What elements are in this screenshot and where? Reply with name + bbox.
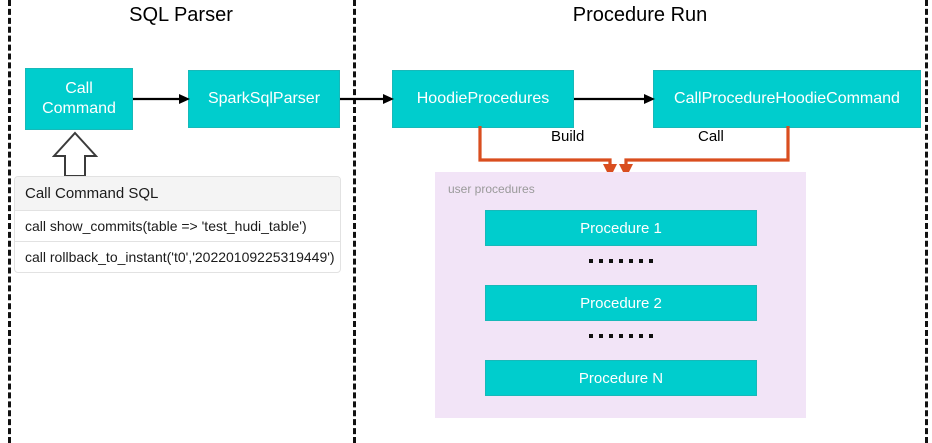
node-hoodie-procedures[interactable]: HoodieProcedures — [392, 70, 574, 128]
section-title-procedure-run: Procedure Run — [572, 4, 708, 26]
node-spark-sql-parser-label: SparkSqlParser — [207, 90, 321, 107]
node-call-procedure-hoodie-command-label: CallProcedureHoodieCommand — [674, 90, 900, 107]
node-call-command[interactable]: Call Command — [25, 68, 133, 130]
node-procedure-2-label: Procedure 2 — [580, 294, 662, 312]
arrow-hoodie-procedures-to-call-procedure-hoodie-command — [574, 94, 655, 104]
node-call-command-label-line1: Call — [65, 80, 93, 97]
divider-left — [8, 0, 11, 443]
user-procedures-label: user procedures — [448, 182, 535, 196]
node-hoodie-procedures-label: HoodieProcedures — [416, 90, 550, 107]
node-call-command-label: Call Command — [42, 79, 116, 119]
node-procedure-n[interactable]: Procedure N — [485, 360, 757, 396]
sql-table-header: Call Command SQL — [15, 177, 340, 211]
node-procedure-n-label: Procedure N — [578, 369, 664, 387]
orange-connector-group — [478, 126, 790, 178]
edge-label-build: Build — [547, 128, 589, 145]
edge-label-call: Call — [694, 128, 728, 145]
sql-table-row: call show_commits(table => 'test_hudi_ta… — [25, 218, 307, 234]
node-procedure-1-label: Procedure 1 — [580, 219, 662, 237]
node-call-procedure-hoodie-command[interactable]: CallProcedureHoodieCommand — [653, 70, 921, 128]
node-procedure-1[interactable]: Procedure 1 — [485, 210, 757, 246]
dot-separator — [485, 329, 757, 343]
node-spark-sql-parser[interactable]: SparkSqlParser — [188, 70, 340, 128]
divider-middle — [353, 0, 356, 443]
sql-table-row: call rollback_to_instant('t0','202201092… — [15, 241, 340, 272]
section-title-sql-parser: SQL Parser — [129, 4, 233, 26]
call-command-sql-table: Call Command SQL call show_commits(table… — [14, 176, 341, 273]
user-procedures-panel: user procedures Procedure 1 Procedure 2 … — [435, 172, 806, 418]
node-call-command-label-line2: Command — [42, 100, 116, 117]
node-procedure-2[interactable]: Procedure 2 — [485, 285, 757, 321]
arrow-call-command-to-spark-sql-parser — [133, 94, 190, 104]
arrow-spark-sql-parser-to-hoodie-procedures — [340, 94, 394, 104]
dot-separator — [485, 254, 757, 268]
divider-right — [925, 0, 928, 443]
block-up-arrow-icon — [52, 131, 98, 177]
